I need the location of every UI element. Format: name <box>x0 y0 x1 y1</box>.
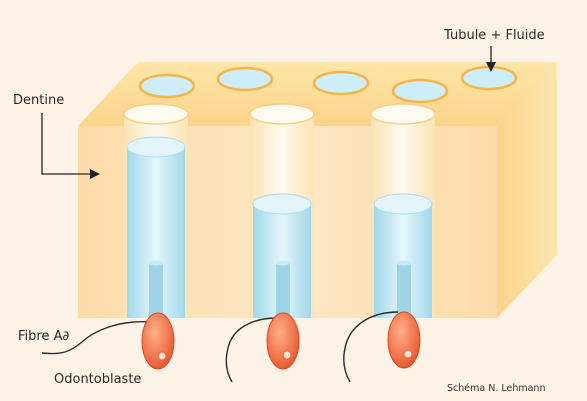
odontoblasts <box>142 312 420 369</box>
fluid-surface <box>374 194 432 214</box>
fibre-label: Fibre A∂ <box>18 329 69 344</box>
tubule-opening <box>140 75 194 97</box>
tubule-opening <box>393 80 447 102</box>
process-top <box>397 261 411 266</box>
tubule-opening <box>314 72 368 94</box>
odontoblast-process <box>276 263 290 318</box>
odontoblast-nucleus <box>158 352 166 360</box>
odontoblast-cell <box>388 312 420 368</box>
tubule-rim <box>124 104 188 124</box>
odontoblaste-label: Odontoblaste <box>54 372 141 387</box>
fluid-surface <box>127 137 185 157</box>
odontoblast-cell <box>142 313 174 369</box>
odontoblast-nucleus <box>283 351 291 359</box>
odontoblast-process <box>149 263 163 318</box>
tubule-opening <box>462 67 516 89</box>
process-top <box>149 261 163 266</box>
tubule-middle <box>250 104 314 318</box>
tubule-left <box>124 104 188 318</box>
dentine-label: Dentine <box>13 93 64 108</box>
tubule-fluid-label: Tubule + Fluide <box>444 28 545 43</box>
tubule-rim <box>371 104 435 124</box>
credit-label: Schéma N. Lehmann <box>447 383 545 394</box>
odontoblast-process <box>397 263 411 318</box>
tubule-rim <box>250 104 314 124</box>
odontoblast-nucleus <box>404 350 412 358</box>
odontoblast-cell <box>267 313 299 369</box>
tubule-right <box>371 104 435 318</box>
tubule-opening <box>218 68 272 90</box>
process-top <box>276 261 290 266</box>
fluid-surface <box>253 194 311 214</box>
